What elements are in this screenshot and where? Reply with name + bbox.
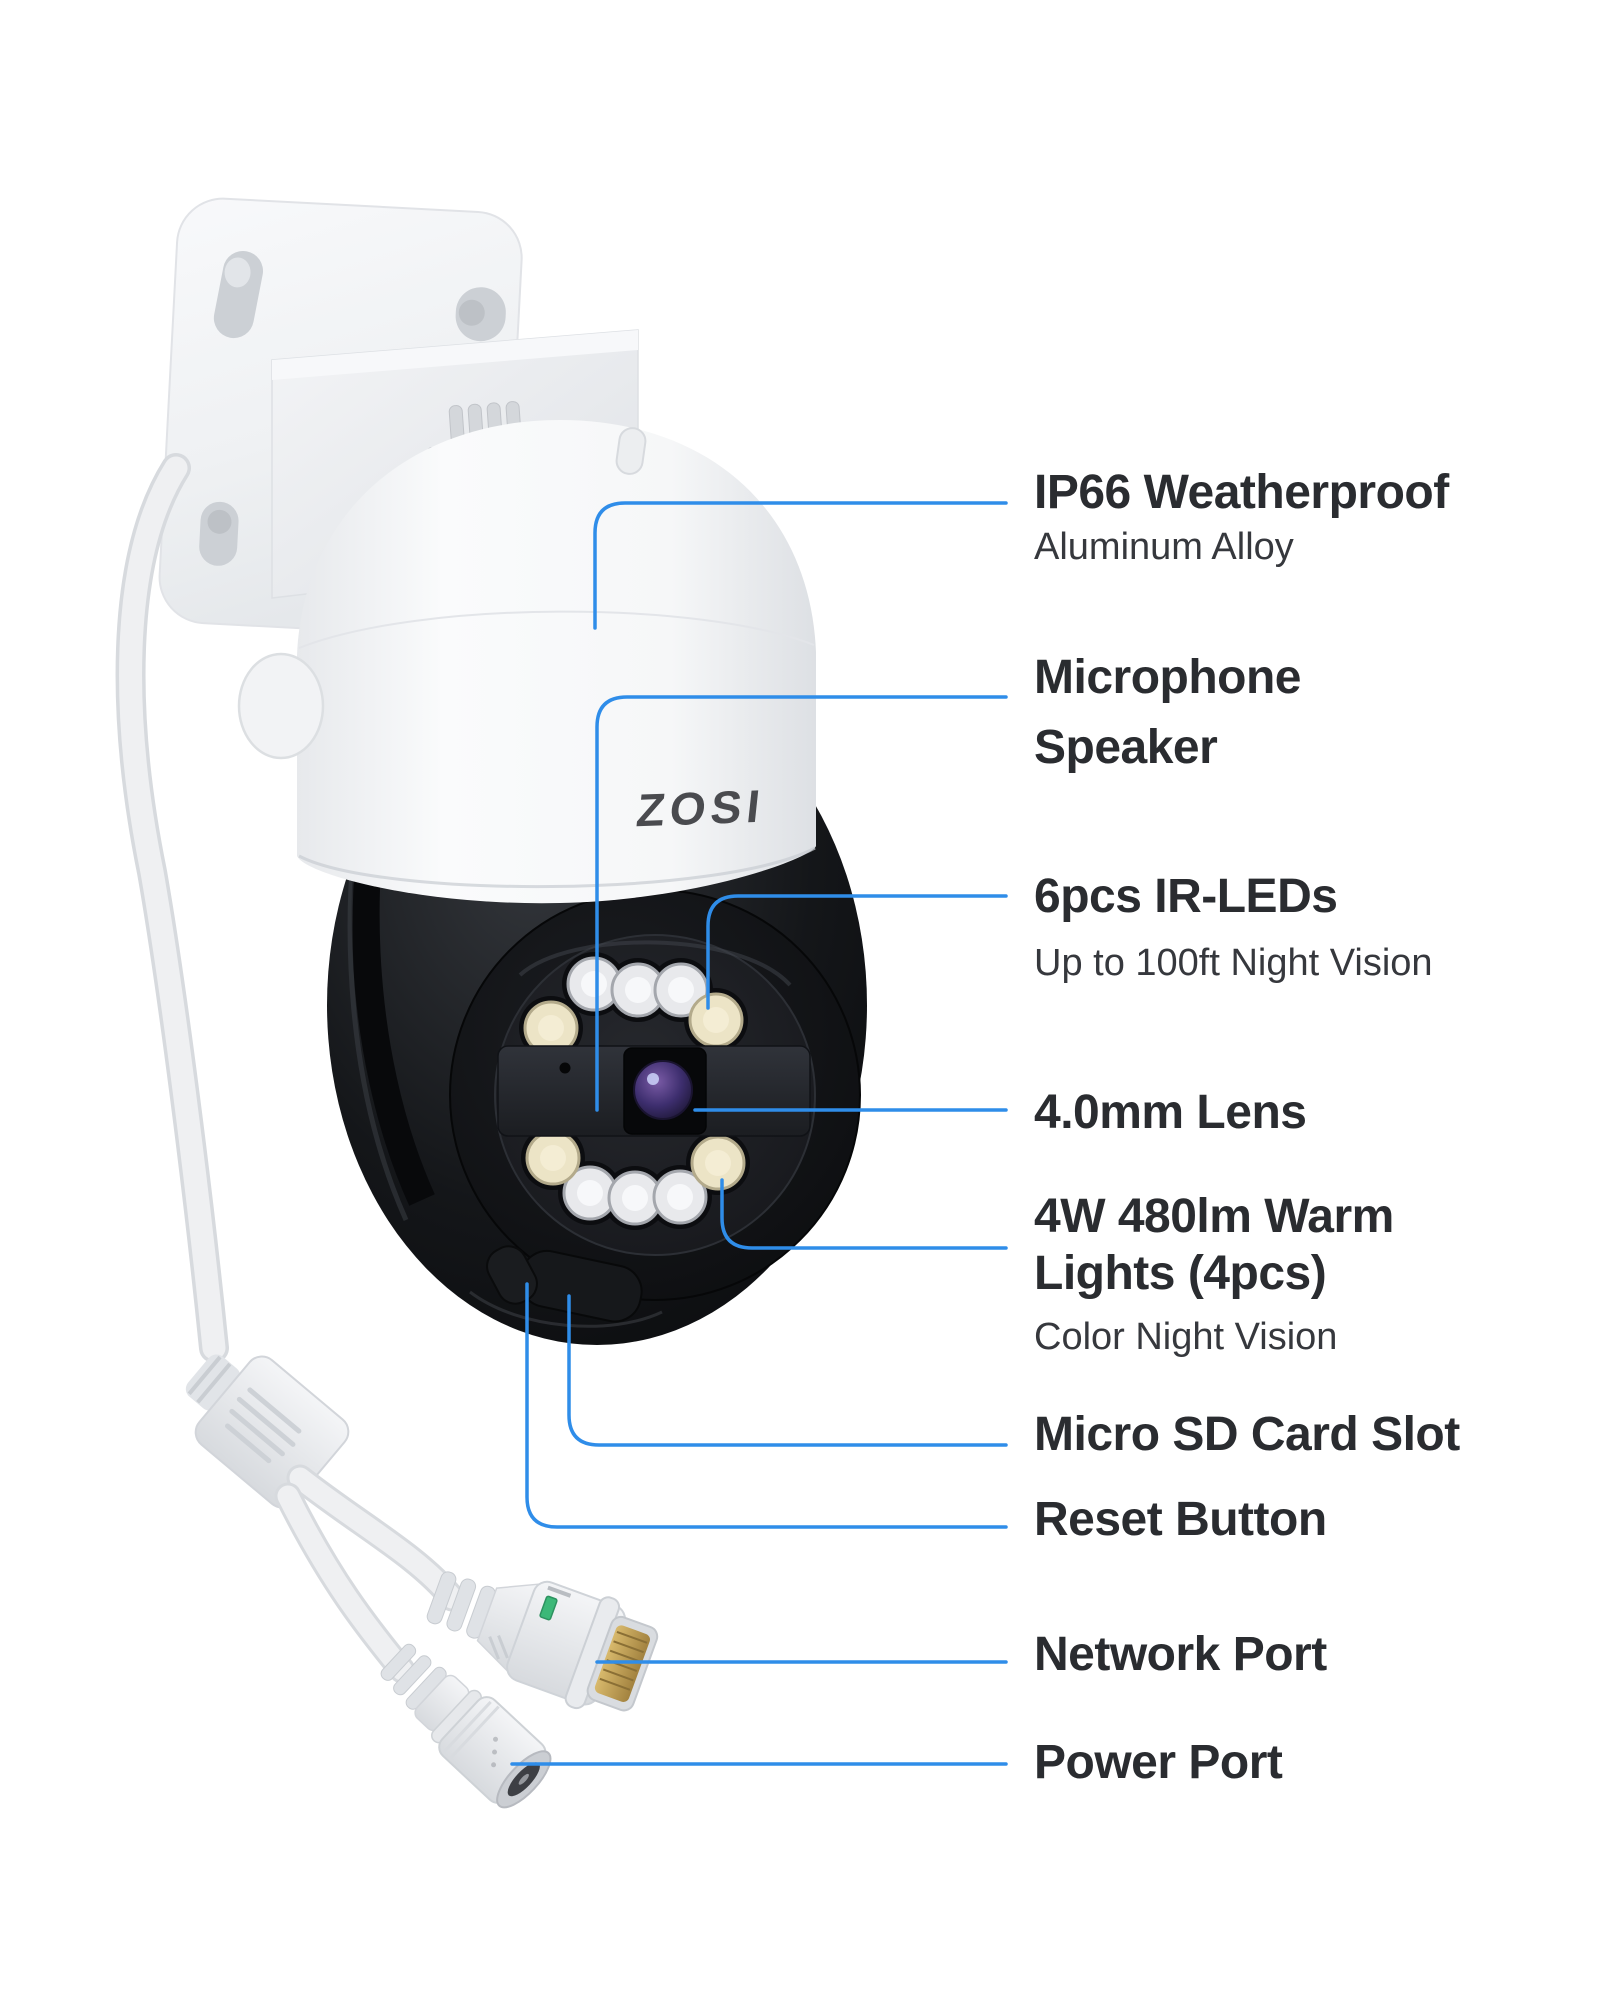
label-power-port: Power Port xyxy=(1034,1736,1283,1790)
camera-head: ZOSI xyxy=(237,420,816,904)
main-cable xyxy=(115,453,229,1363)
side-joint-cap xyxy=(237,652,325,760)
label-microphone-speaker: Microphone Speaker xyxy=(1034,643,1302,783)
label-title: IP66 Weatherproof xyxy=(1034,466,1449,519)
label-lens: 4.0mm Lens xyxy=(1034,1086,1307,1140)
callout-line-ir-leds xyxy=(706,894,1008,1010)
callout-lines xyxy=(510,501,1008,1766)
brand-logo: ZOSI xyxy=(634,780,767,836)
label-subtitle: Color Night Vision xyxy=(1034,1316,1338,1358)
keyhole-slot xyxy=(455,287,506,342)
label-subtitle: Up to 100ft Night Vision xyxy=(1034,942,1433,984)
lens xyxy=(633,1060,693,1120)
microphone-hole xyxy=(559,1062,571,1074)
label-title: 4W 480lm Warm xyxy=(1034,1190,1394,1243)
label-title: Network Port xyxy=(1034,1628,1327,1681)
callout-line-sd-card xyxy=(567,1294,1008,1447)
network-connector xyxy=(426,1571,659,1712)
callout-line-microphone-speaker xyxy=(595,695,1008,1112)
label-title: Power Port xyxy=(1034,1736,1283,1789)
keyhole-slot xyxy=(213,250,264,339)
dc-pin xyxy=(518,1773,529,1785)
cable-splitter xyxy=(185,1354,466,1684)
label-ir-leds: 6pcs IR-LEDs Up to 100ft Night Vision xyxy=(1034,870,1433,986)
callout-line-warm-lights xyxy=(720,1178,1008,1250)
label-title: Reset Button xyxy=(1034,1493,1327,1546)
label-title: 6pcs IR-LEDs xyxy=(1034,870,1338,923)
label-title: Micro SD Card Slot xyxy=(1034,1408,1460,1461)
warm-led xyxy=(523,992,746,1191)
keyhole-slot xyxy=(199,501,239,566)
label-reset-button: Reset Button xyxy=(1034,1493,1327,1547)
link-indicator xyxy=(539,1595,558,1621)
label-network-port: Network Port xyxy=(1034,1628,1327,1682)
label-title: Microphone xyxy=(1034,651,1302,704)
top-seam-slot xyxy=(615,427,647,475)
label-title: Lights (4pcs) xyxy=(1034,1247,1327,1300)
label-subtitle: Aluminum Alloy xyxy=(1034,526,1294,568)
sd-card-cover xyxy=(469,1249,663,1328)
label-sd-card-slot: Micro SD Card Slot xyxy=(1034,1408,1460,1462)
callout-line-weatherproof xyxy=(593,501,1008,630)
label-title: 4.0mm Lens xyxy=(1034,1086,1307,1139)
ir-led xyxy=(562,956,709,1226)
label-title: Speaker xyxy=(1034,721,1218,774)
label-warm-lights: 4W 480lm Warm Lights (4pcs) Color Night … xyxy=(1034,1188,1394,1360)
label-weatherproof: IP66 Weatherproof Aluminum Alloy xyxy=(1034,466,1449,570)
callout-line-reset xyxy=(525,1282,1008,1529)
